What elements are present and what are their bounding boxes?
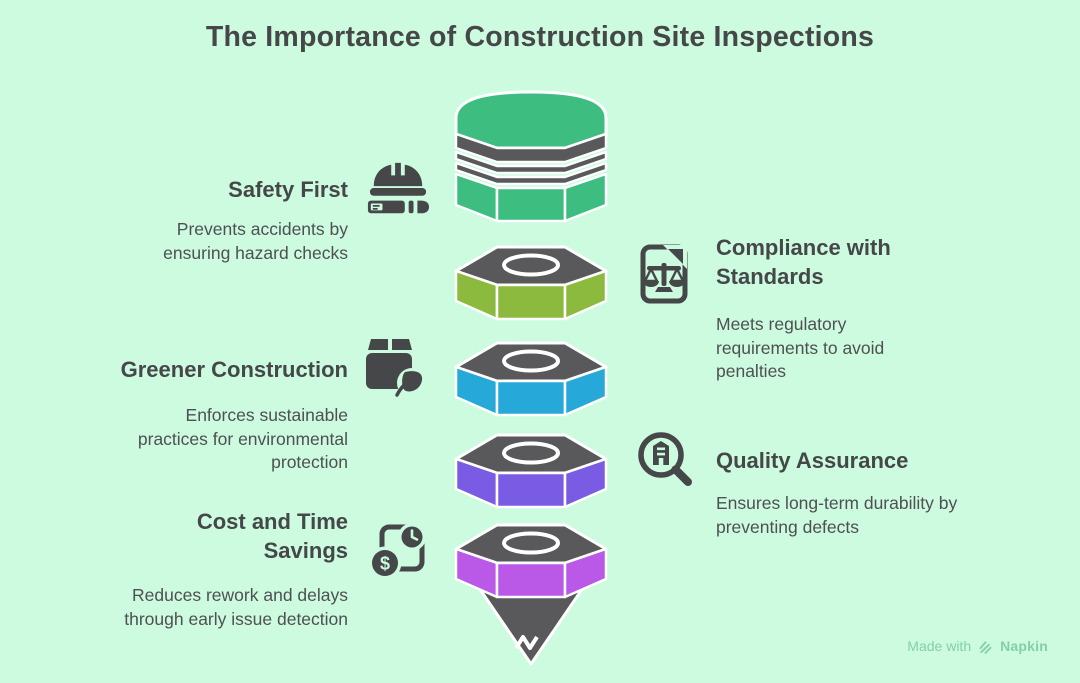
- hex-nut-blue: [454, 341, 608, 417]
- tip-jagged-notch: [514, 635, 539, 650]
- hex-nut-purple: [454, 433, 608, 509]
- hard-hat-dome: [373, 162, 423, 187]
- pencil-stack-graphic: [454, 90, 608, 666]
- leaf-stem: [395, 374, 420, 397]
- quality-assurance-description: Ensures long-term durability by preventi…: [716, 493, 958, 537]
- dollar-coin: $: [372, 550, 398, 576]
- folded-corner: [668, 249, 683, 264]
- page-title: The Importance of Construction Site Insp…: [205, 21, 875, 53]
- ferrule-band-thin-1: [454, 150, 608, 175]
- hard-hat-brim: [369, 188, 427, 196]
- ferrule-band-thick: [454, 132, 608, 164]
- magnifier-handle: [671, 465, 692, 486]
- scales-of-justice: [643, 263, 685, 292]
- nut-hole: [502, 253, 560, 277]
- napkin-watermark[interactable]: Made with Napkin: [907, 637, 1048, 655]
- nut-hole: [502, 349, 560, 373]
- watermark-brand: Napkin: [1000, 638, 1048, 654]
- box-flap-right: [392, 339, 412, 350]
- hex-nut-magenta: [454, 523, 608, 599]
- svg-text:$: $: [380, 554, 390, 574]
- nut-hole: [502, 441, 560, 465]
- greener-construction-heading: Greener Construction: [120, 357, 348, 382]
- invoice-clock-dollar-icon: $: [368, 523, 426, 580]
- compliance-heading: Compliance with Standards: [716, 235, 891, 289]
- ferrule-band-thin-2: [454, 161, 608, 186]
- pencil-cap-segment: [454, 90, 608, 223]
- compliance-description: Meets regulatory requirements to avoid p…: [716, 314, 885, 382]
- safety-first-heading: Safety First: [228, 177, 348, 202]
- document-scales-icon: [640, 244, 688, 304]
- watermark-prefix: Made with: [907, 638, 972, 654]
- safety-first-description: Prevents accidents by ensuring hazard ch…: [163, 219, 348, 263]
- clock: [401, 526, 423, 548]
- magnifier-building-icon: [638, 432, 692, 486]
- building-door: [658, 458, 664, 465]
- hex-nut-lime: [454, 245, 608, 321]
- nut-hole: [502, 531, 560, 555]
- eco-package-icon: [366, 339, 424, 398]
- cost-time-savings-heading: Cost and Time Savings: [196, 509, 348, 563]
- hard-hat-level-icon: [367, 162, 430, 214]
- cost-time-savings-description: Reduces rework and delays through early …: [124, 585, 348, 629]
- box-flap-left: [368, 339, 388, 350]
- greener-construction-description: Enforces sustainable practices for envir…: [137, 405, 348, 473]
- building: [653, 441, 669, 465]
- napkin-logo-icon: [979, 640, 992, 654]
- quality-assurance-heading: Quality Assurance: [716, 448, 909, 473]
- magnifier-lens: [638, 432, 684, 478]
- document-outline: [640, 244, 688, 304]
